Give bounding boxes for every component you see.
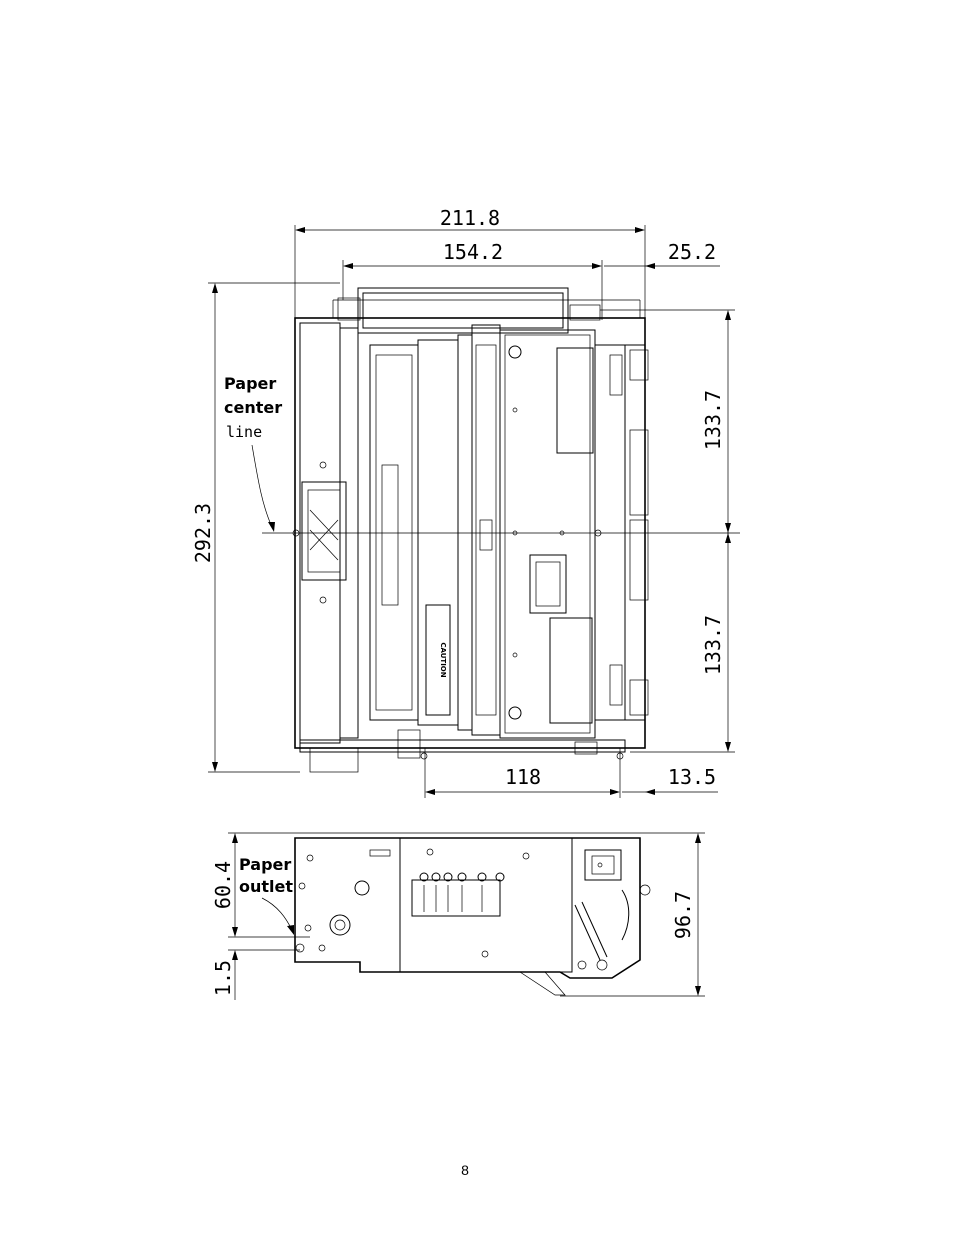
paper-outlet-label-line1: Paper bbox=[239, 855, 291, 874]
page-number: 8 bbox=[461, 1162, 469, 1178]
dim-1-5: 1.5 bbox=[211, 960, 235, 996]
dim-overall-width: 211.8 bbox=[294, 206, 646, 318]
printer-body-top: CAUTION bbox=[292, 287, 649, 773]
dim-inner-width: 154.2 25.2 bbox=[342, 240, 720, 320]
dim-60-4: 60.4 bbox=[211, 861, 235, 909]
dim-96-7: 96.7 bbox=[671, 891, 695, 939]
dim-overall-height: 292.3 bbox=[191, 282, 340, 773]
dim-211-8: 211.8 bbox=[440, 206, 500, 230]
paper-center-label: Paper center line bbox=[224, 374, 282, 532]
paper-outlet-label: Paper outlet bbox=[239, 855, 294, 935]
dim-25-2: 25.2 bbox=[668, 240, 716, 264]
dim-154-2: 154.2 bbox=[443, 240, 503, 264]
dim-13-5: 13.5 bbox=[668, 765, 716, 789]
dim-bottom: 118 13.5 bbox=[424, 748, 718, 798]
paper-center-label-line3: line bbox=[226, 423, 262, 441]
power-switch bbox=[584, 849, 622, 881]
caution-label bbox=[425, 604, 451, 716]
dim-292-3: 292.3 bbox=[191, 503, 215, 563]
paper-center-label-line2: center bbox=[224, 398, 282, 417]
dim-133-7-upper: 133.7 bbox=[701, 390, 725, 450]
printer-body-side bbox=[294, 837, 651, 996]
dim-118: 118 bbox=[505, 765, 541, 789]
dim-133-7-lower: 133.7 bbox=[701, 615, 725, 675]
paper-outlet-label-line2: outlet bbox=[239, 877, 293, 896]
side-view: 60.4 1.5 96.7 bbox=[211, 832, 705, 1000]
caution-text: CAUTION bbox=[439, 642, 447, 677]
dim-right-halves: 133.7 133.7 bbox=[600, 309, 735, 753]
top-view: 211.8 154.2 25.2 292.3 bbox=[191, 206, 740, 798]
paper-center-label-line1: Paper bbox=[224, 374, 276, 393]
